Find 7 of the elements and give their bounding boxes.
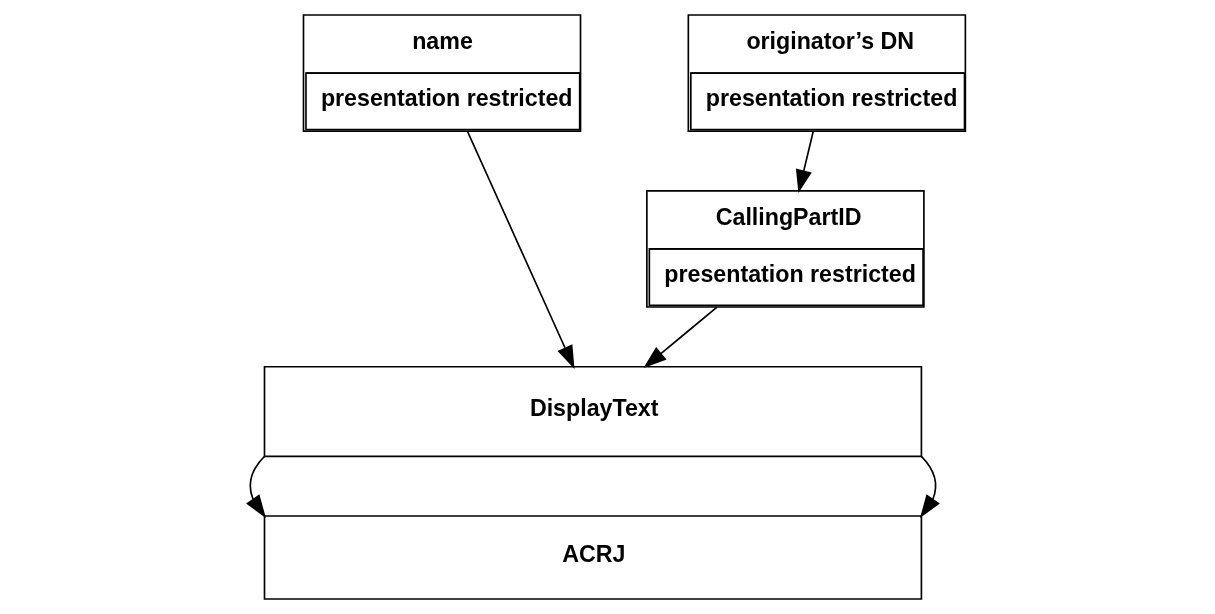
arrow bbox=[795, 130, 815, 194]
arrow bbox=[246, 455, 266, 519]
arrow bbox=[466, 130, 575, 369]
arrow bbox=[643, 306, 718, 369]
node-box: DisplayText bbox=[263, 365, 923, 458]
arrow bbox=[919, 455, 940, 519]
node-box: ACRJ bbox=[263, 515, 923, 600]
